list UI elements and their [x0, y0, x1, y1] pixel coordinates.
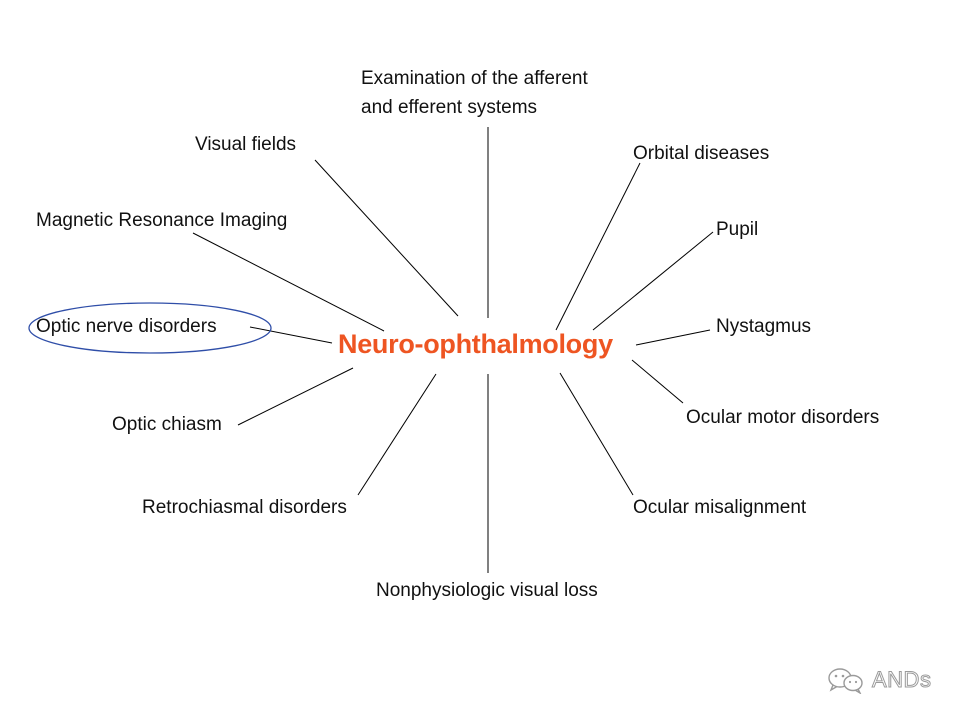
wechat-icon — [828, 668, 863, 694]
connector-orbital — [555, 162, 641, 331]
topic-orbital: Orbital diseases — [633, 143, 770, 164]
connector-optic-chiasm — [237, 367, 354, 426]
connector-mri — [192, 232, 385, 332]
connector-nystagmus — [635, 329, 711, 346]
connector-pupil — [592, 231, 714, 331]
topic-optic-chiasm: Optic chiasm — [112, 414, 222, 435]
topic-ocular-motor: Ocular motor disorders — [686, 407, 880, 428]
topic-retrochiasmal: Retrochiasmal disorders — [142, 497, 347, 518]
topic-examination-line1: Examination of the afferent — [361, 68, 588, 89]
connector-ocular-misalignment — [559, 372, 634, 496]
connector-retrochiasmal — [357, 373, 437, 496]
topic-pupil: Pupil — [716, 219, 759, 240]
topic-nonphysiologic: Nonphysiologic visual loss — [376, 580, 598, 601]
topic-ocular-misalignment: Ocular misalignment — [633, 497, 807, 518]
highlight-ellipse — [28, 302, 272, 354]
connector-optic-nerve — [249, 326, 333, 344]
topic-examination: Examination of the afferent and efferent… — [361, 64, 588, 122]
topic-visual-fields: Visual fields — [195, 134, 297, 155]
connector-ocular-motor — [631, 359, 684, 404]
connector-visual-fields — [314, 159, 459, 317]
topic-nystagmus: Nystagmus — [716, 316, 812, 337]
topic-optic-nerve: Optic nerve disorders — [36, 316, 217, 337]
watermark: ANDs — [826, 666, 931, 694]
topic-examination-line2: and efferent systems — [361, 97, 538, 118]
center-title: Neuro-ophthalmology — [338, 329, 613, 359]
watermark-text: ANDs — [871, 667, 932, 693]
topic-mri: Magnetic Resonance Imaging — [36, 210, 288, 231]
